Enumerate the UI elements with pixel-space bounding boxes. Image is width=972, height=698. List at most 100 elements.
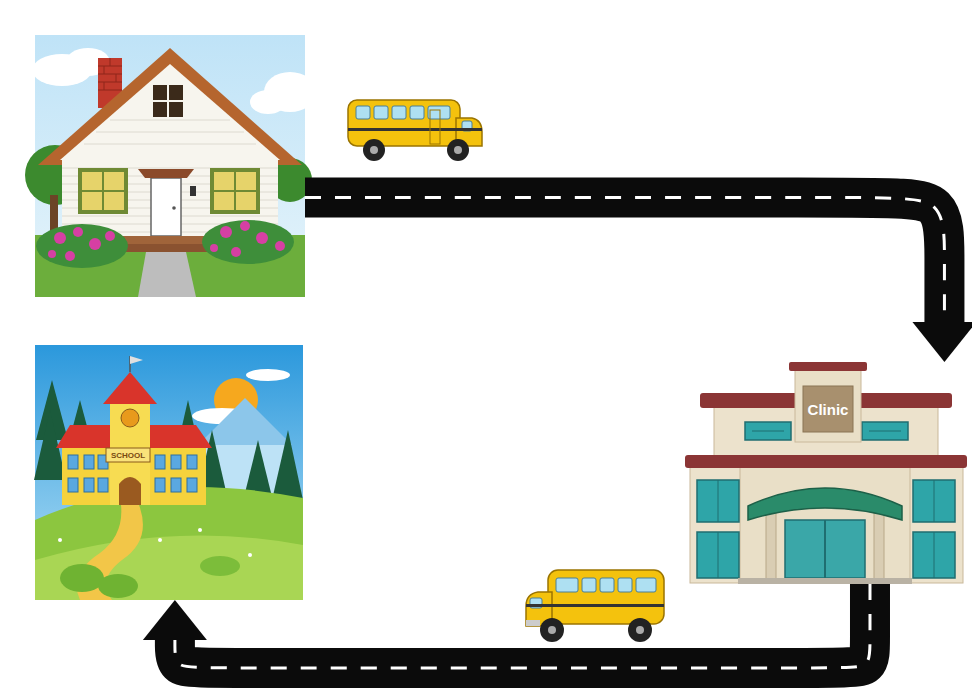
road-connector xyxy=(305,197,944,322)
house-illustration-part-part xyxy=(48,250,56,258)
school-illustration-part-part xyxy=(98,478,108,492)
school-illustration-part xyxy=(60,564,104,592)
house-illustration-part xyxy=(25,145,85,205)
school-illustration-part-part xyxy=(242,440,274,505)
school-bus-part-part xyxy=(374,106,388,119)
school-illustration-part xyxy=(192,408,252,424)
house-illustration-part xyxy=(172,206,176,210)
clinic-illustration-part-part xyxy=(697,480,739,522)
school-illustration-part-part xyxy=(155,455,165,469)
school-bus-part xyxy=(526,620,540,626)
school-illustration-part-part xyxy=(98,455,108,469)
house-illustration-part xyxy=(32,54,92,86)
house-illustration-part xyxy=(212,170,258,212)
school-illustration-part xyxy=(198,398,292,445)
clinic-illustration-part xyxy=(766,512,776,580)
school-illustration-part-part xyxy=(171,455,181,469)
school-illustration-part-part xyxy=(272,430,303,500)
house-illustration-part xyxy=(80,170,126,212)
clinic-illustration-part-part xyxy=(862,422,908,440)
school-illustration-part xyxy=(148,425,212,448)
house-illustration-part xyxy=(138,252,196,297)
school-bus-part xyxy=(628,618,652,642)
school-bus-part xyxy=(636,626,644,634)
clinic-illustration-part xyxy=(738,578,912,584)
school-illustration-part-part xyxy=(187,455,197,469)
school-illustration-part xyxy=(77,505,143,600)
school-illustration-part-part xyxy=(172,400,204,470)
house-illustration-part xyxy=(38,48,302,165)
school-illustration-part-part xyxy=(155,478,165,492)
school-illustration-part xyxy=(200,556,240,576)
house-illustration-part xyxy=(202,220,294,264)
school-bus-part xyxy=(530,578,656,608)
school-bus-part-part xyxy=(600,578,614,592)
school-node: SCHOOL xyxy=(35,345,303,600)
school-illustration-part-part xyxy=(187,478,197,492)
school-illustration-part xyxy=(103,372,157,404)
school-bus-part-part xyxy=(618,578,632,592)
house-illustration-part-part xyxy=(65,251,75,261)
clinic-illustration-part xyxy=(789,362,867,371)
school-bus-part-part xyxy=(636,578,656,592)
clinic-illustration-part xyxy=(740,410,910,582)
house-illustration-part xyxy=(66,48,110,76)
school-illustration-part xyxy=(98,574,138,598)
clinic-illustration-part-part xyxy=(745,422,791,440)
clinic-illustration-part xyxy=(824,520,826,578)
school-illustration-part xyxy=(56,425,112,448)
clinic-illustration-part-part xyxy=(913,480,955,522)
house-illustration-part xyxy=(250,90,286,114)
clinic-illustration-part xyxy=(748,488,902,520)
school-bus-part xyxy=(454,146,462,154)
school-bus xyxy=(348,100,482,161)
road-connector xyxy=(175,584,870,668)
school-bus-part xyxy=(447,139,469,161)
house-illustration-part xyxy=(62,120,278,232)
clinic-illustration-part xyxy=(874,512,884,580)
school-bus-part-part xyxy=(582,578,596,592)
road-lane-marking xyxy=(305,197,944,322)
clinic-illustration-part-part xyxy=(697,532,739,578)
road-path xyxy=(305,197,944,322)
house-illustration-part xyxy=(118,236,218,245)
house-illustration-part-part xyxy=(73,227,83,237)
school-bus-part xyxy=(430,110,440,144)
school-illustration-part xyxy=(35,345,303,600)
school-illustration-part xyxy=(106,448,150,462)
clinic-illustration-part-part xyxy=(913,532,955,578)
house-illustration-part xyxy=(98,58,122,90)
school-illustration-part-part xyxy=(158,538,162,542)
clinic-illustration xyxy=(685,362,967,584)
school-illustration-part xyxy=(204,445,286,505)
school-bus-part xyxy=(356,106,472,131)
school-illustration-part xyxy=(62,445,112,505)
school-bus-part xyxy=(370,146,378,154)
school-illustration-part-part xyxy=(84,455,94,469)
house-illustration-part-part xyxy=(220,226,232,238)
house-illustration-part-part xyxy=(89,238,101,250)
house-illustration-part-part xyxy=(275,241,285,251)
building-sign: Clinic xyxy=(803,386,853,432)
school-illustration-part xyxy=(68,455,197,492)
school-illustration-part-part xyxy=(196,430,228,500)
school-illustration-part xyxy=(35,487,303,600)
school-illustration-part-part xyxy=(248,553,252,557)
house-node xyxy=(35,35,305,297)
school-illustration-part-part xyxy=(171,478,181,492)
school-illustration-part xyxy=(34,380,303,505)
clinic-illustration-part xyxy=(905,465,963,583)
school-bus-part-part xyxy=(462,121,472,131)
house-illustration-part-part xyxy=(105,231,115,241)
school-illustration-part xyxy=(121,409,139,427)
building-sign: SCHOOL xyxy=(106,448,150,462)
school-bus-part xyxy=(548,570,664,624)
house-illustration-part xyxy=(60,64,280,160)
clinic-illustration-part xyxy=(685,455,967,468)
school-bus-part xyxy=(348,128,482,131)
school-illustration-part-part xyxy=(68,455,78,469)
